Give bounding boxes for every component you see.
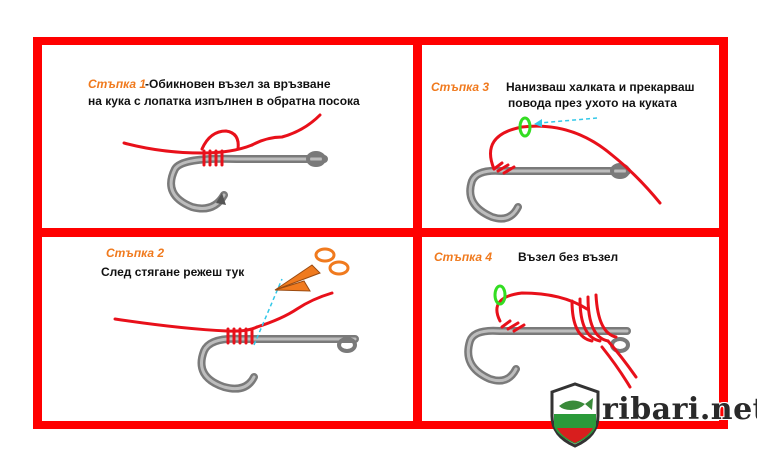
ring-icon — [518, 116, 532, 138]
step-1-label: Стъпка 1 — [88, 77, 147, 91]
step-2-illustration — [113, 247, 359, 393]
step-1-illustration — [122, 113, 328, 213]
step-3-caption-line-1: Нанизваш халката и прекарваш — [506, 80, 695, 94]
step-1-caption-line-1: -Обикновен възел за връзване — [145, 77, 331, 91]
panel-step-1: Стъпка 1 -Обикновен възел за връзване на… — [42, 45, 413, 228]
line-icon — [489, 124, 662, 205]
step-3-label: Стъпка 3 — [431, 80, 490, 94]
line-icon — [122, 113, 322, 167]
hook-icon — [466, 163, 631, 223]
step-1-caption-line-2: на кука с лопатка изпълнен в обратна пос… — [88, 94, 360, 108]
ring-icon — [493, 284, 507, 306]
step-3-illustration — [466, 116, 662, 223]
step-3-caption-line-2: повода през ухото на куката — [508, 96, 677, 110]
scissors-icon — [274, 247, 350, 292]
hook-icon — [167, 151, 328, 213]
hook-icon — [197, 334, 359, 393]
line-icon — [495, 291, 638, 389]
step-4-illustration — [464, 284, 638, 389]
site-logo — [550, 382, 600, 448]
fish-shield-icon — [550, 382, 600, 448]
arrow-icon — [534, 117, 598, 127]
panel-step-2: Стъпка 2 След стягане режеш тук — [42, 237, 413, 421]
step-2-caption: След стягане режеш тук — [101, 265, 245, 279]
panel-step-3: Стъпка 3 Нанизваш халката и прекарваш по… — [422, 45, 719, 228]
site-logo-text: ribari.net — [602, 392, 757, 427]
step-4-caption: Възел без възел — [518, 250, 619, 264]
step-4-label: Стъпка 4 — [434, 250, 493, 264]
step-2-label: Стъпка 2 — [106, 246, 165, 260]
line-icon — [113, 291, 334, 345]
